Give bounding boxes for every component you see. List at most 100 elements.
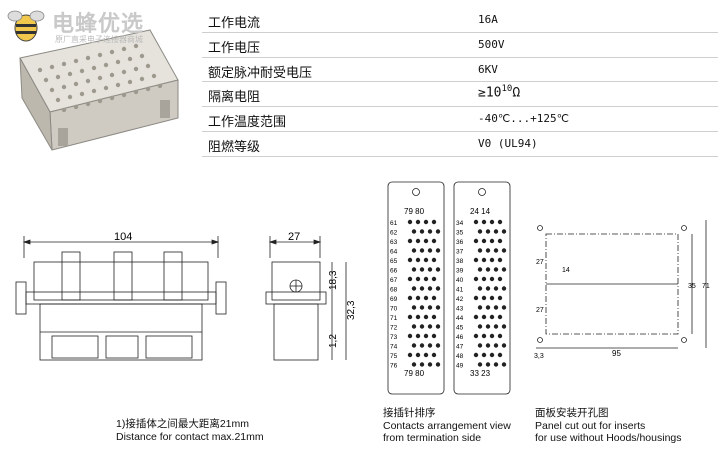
logo-subtitle: 原厂直采电子连接器商城	[55, 35, 143, 44]
contact-number: 64	[390, 249, 398, 256]
contact-pin	[485, 343, 491, 348]
contact-pin	[501, 286, 507, 291]
contact-pin	[493, 229, 499, 234]
contact-pin	[473, 257, 479, 263]
contact-number: 76	[390, 363, 398, 370]
spec-value: -40℃...+125℃	[478, 112, 569, 126]
spec-value: 500V	[478, 37, 505, 51]
contact-number: 69	[390, 296, 398, 303]
contact-number: 65	[390, 258, 398, 265]
right-bottom-labels: 33 23	[470, 369, 491, 378]
contact-number: 73	[390, 334, 398, 341]
dim-width: 104	[114, 231, 132, 243]
caption-contacts: 接插针排序 Contacts arrangement view from ter…	[383, 407, 511, 445]
contact-pin	[497, 238, 503, 244]
spec-row: 工作温度范围 -40℃...+125℃	[202, 107, 718, 132]
contact-pin	[407, 257, 413, 263]
contact-pin	[407, 276, 413, 282]
contact-number: 61	[390, 220, 398, 227]
contact-pin	[501, 343, 507, 348]
contact-pin	[501, 305, 507, 310]
dim-height-a: 18,3	[328, 270, 339, 290]
bee-logo-icon	[7, 10, 45, 42]
panel-cutout-drawing: 95 3,3 27 14 27 35 71	[534, 220, 710, 360]
contact-pin	[419, 248, 425, 253]
contact-pin	[473, 314, 479, 320]
spec-value: V0 (UL94)	[478, 136, 538, 150]
contact-number: 48	[456, 353, 464, 360]
contact-pin	[485, 305, 491, 310]
contact-pin	[473, 333, 479, 339]
contact-number: 37	[456, 249, 464, 256]
contact-pin	[431, 219, 437, 225]
contact-pin	[497, 295, 503, 301]
contact-pin	[477, 286, 483, 291]
contact-pin	[493, 286, 499, 291]
contact-pin	[477, 248, 483, 253]
contact-pin	[481, 219, 487, 225]
contact-pin	[419, 324, 425, 329]
contact-number: 67	[390, 277, 398, 284]
contact-pin	[497, 219, 503, 225]
dim-panel-h1: 27	[536, 259, 544, 266]
contact-pin	[427, 286, 433, 291]
contact-number: 46	[456, 334, 464, 341]
contact-pin	[501, 267, 507, 272]
caption-front-cn: 1)接插体之间最大距离21mm	[116, 418, 250, 430]
contact-grid: 6162636465666768697071727374757634353637…	[390, 219, 507, 370]
contact-pin	[435, 229, 441, 234]
contact-pin	[473, 276, 479, 282]
contact-pin	[493, 343, 499, 348]
left-top-labels: 79 80	[404, 207, 425, 216]
dim-side-width: 27	[288, 231, 300, 243]
contact-number: 71	[390, 315, 398, 322]
contact-pin	[419, 229, 425, 234]
spec-row: 隔离电阻 ≥1010Ω	[202, 82, 718, 108]
contact-pin	[501, 229, 507, 234]
contact-pin	[497, 352, 503, 358]
contact-pin	[427, 229, 433, 234]
dim-panel-h3: 27	[536, 307, 544, 314]
front-view-drawing: 104	[15, 231, 227, 361]
caption-contacts-en2: from termination side	[383, 432, 482, 444]
contact-pin	[489, 314, 495, 320]
contact-pin	[485, 286, 491, 291]
spec-name: 工作电压	[208, 39, 261, 55]
contact-pin	[419, 343, 425, 348]
contact-pin	[407, 219, 413, 225]
caption-contacts-cn: 接插针排序	[383, 407, 436, 419]
contact-pin	[481, 238, 487, 244]
contact-pin	[431, 257, 437, 263]
contact-pin	[481, 295, 487, 301]
contact-pin	[477, 343, 483, 348]
contact-pin	[473, 295, 479, 301]
contact-pin	[481, 314, 487, 320]
contact-number: 36	[456, 239, 464, 246]
caption-panel-en2: for use without Hoods/housings	[535, 432, 682, 444]
side-view-drawing: 27 18,3 32,3 1,2	[265, 231, 357, 361]
contact-number: 34	[456, 220, 464, 227]
contact-pin	[423, 276, 429, 282]
contact-pin	[411, 229, 417, 234]
spec-table: 工作电流 16A 工作电压 500V 额定脉冲耐受电压 6KV 隔离电阻 ≥10…	[202, 8, 718, 157]
contact-pin	[489, 352, 495, 358]
dim-panel-h5: 71	[702, 283, 710, 290]
contact-pin	[407, 333, 413, 339]
dim-height-b: 32,3	[346, 300, 357, 320]
contact-number: 63	[390, 239, 398, 246]
contact-pin	[489, 238, 495, 244]
caption-contacts-en1: Contacts arrangement view	[383, 419, 511, 432]
contact-pin	[415, 238, 421, 244]
contact-pin	[407, 352, 413, 358]
contact-pin	[481, 257, 487, 263]
contact-pin	[411, 324, 417, 329]
contact-pin	[435, 267, 441, 272]
contact-number: 39	[456, 268, 464, 275]
contact-pin	[423, 295, 429, 301]
contact-pin	[423, 314, 429, 320]
contact-number: 42	[456, 296, 464, 303]
contact-pin	[431, 333, 437, 339]
contact-pin	[477, 305, 483, 310]
caption-panel-en1: Panel cut out for inserts	[535, 419, 646, 432]
contact-pin	[411, 362, 417, 367]
